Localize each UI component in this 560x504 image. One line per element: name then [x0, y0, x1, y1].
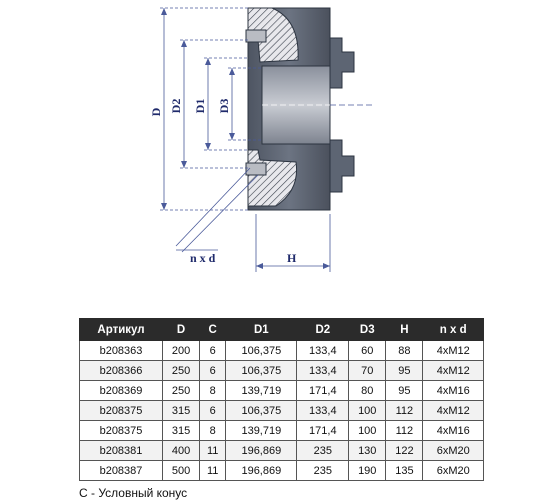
cell-nxd: 4xM16 [422, 380, 484, 401]
cell-h: 112 [385, 400, 424, 421]
cell-d: 200 [161, 340, 201, 361]
cell-nxd: 4xM12 [422, 360, 484, 381]
cell-d3: 60 [348, 340, 387, 361]
cell-d: 315 [161, 400, 201, 421]
cell-nxd: 4xM12 [422, 400, 484, 421]
cell-nxd: 6xM20 [422, 440, 484, 461]
cell-article: b208366 [79, 360, 163, 381]
cell-d2: 171,4 [296, 380, 350, 401]
cell-d1: 196,869 [225, 460, 298, 481]
cell-article: b208381 [79, 440, 163, 461]
cell-d: 500 [161, 460, 201, 481]
cell-d3: 130 [348, 440, 387, 461]
cell-c: 6 [199, 400, 227, 421]
header-d: D [161, 318, 201, 341]
table-header-row: Артикул D C D1 D2 D3 H n x d [79, 318, 484, 341]
header-c: C [199, 318, 227, 341]
cell-d: 250 [161, 380, 201, 401]
cell-h: 135 [385, 460, 424, 481]
cell-h: 95 [385, 380, 424, 401]
dimension-lines [160, 7, 331, 272]
cell-d1: 106,375 [225, 340, 298, 361]
cell-d3: 190 [348, 460, 387, 481]
cell-d2: 133,4 [296, 360, 350, 381]
cell-h: 95 [385, 360, 424, 381]
cell-article: b208375 [79, 400, 163, 421]
table-row: b208366 250 6 106,375 133,4 70 95 4xM12 [79, 360, 484, 381]
cell-d2: 133,4 [296, 340, 350, 361]
cell-article: b208363 [79, 340, 163, 361]
header-nxd: n x d [422, 318, 484, 341]
cell-d3: 70 [348, 360, 387, 381]
header-d2: D2 [296, 318, 350, 341]
label-d3: D3 [217, 99, 231, 114]
header-article: Артикул [79, 318, 163, 341]
table-row: b208387 500 11 196,869 235 190 135 6xM20 [79, 460, 484, 481]
cell-c: 8 [199, 420, 227, 441]
cell-nxd: 4xM12 [422, 340, 484, 361]
header-d1: D1 [225, 318, 298, 341]
cell-c: 6 [199, 340, 227, 361]
cell-d2: 235 [296, 460, 350, 481]
cell-nxd: 4xM16 [422, 420, 484, 441]
chuck-drawing: D D2 D1 D3 n x d H [149, 7, 372, 272]
label-nxd: n x d [190, 251, 216, 265]
cell-c: 11 [199, 460, 227, 481]
cell-d1: 106,375 [225, 360, 298, 381]
footnote: С - Условный конус [79, 486, 188, 500]
cell-article: b208369 [79, 380, 163, 401]
cell-d2: 133,4 [296, 400, 350, 421]
cell-c: 6 [199, 360, 227, 381]
cell-d: 400 [161, 440, 201, 461]
cell-c: 11 [199, 440, 227, 461]
cell-d1: 139,719 [225, 420, 298, 441]
cell-d3: 100 [348, 420, 387, 441]
label-d1: D1 [193, 99, 207, 114]
table-row: b208375 315 8 139,719 171,4 100 112 4xM1… [79, 420, 484, 441]
cell-article: b208387 [79, 460, 163, 481]
header-h: H [385, 318, 424, 341]
cell-d: 250 [161, 360, 201, 381]
table-row: b208381 400 11 196,869 235 130 122 6xM20 [79, 440, 484, 461]
cell-d1: 196,869 [225, 440, 298, 461]
dimension-arrows [161, 8, 330, 269]
header-d3: D3 [348, 318, 387, 341]
cell-d1: 139,719 [225, 380, 298, 401]
table-row: b208363 200 6 106,375 133,4 60 88 4xM12 [79, 340, 484, 361]
table-row: b208369 250 8 139,719 171,4 80 95 4xM16 [79, 380, 484, 401]
cell-c: 8 [199, 380, 227, 401]
cell-h: 112 [385, 420, 424, 441]
table-row: b208375 315 6 106,375 133,4 100 112 4xM1… [79, 400, 484, 421]
cell-d3: 80 [348, 380, 387, 401]
label-h: H [287, 251, 297, 265]
label-d2: D2 [169, 99, 183, 114]
cell-d1: 106,375 [225, 400, 298, 421]
spec-table: Артикул D C D1 D2 D3 H n x d b208363 200… [79, 318, 484, 481]
cell-d2: 171,4 [296, 420, 350, 441]
cell-d2: 235 [296, 440, 350, 461]
chuck-body [245, 7, 372, 211]
label-d: D [149, 107, 163, 116]
cell-d: 315 [161, 420, 201, 441]
cell-d3: 100 [348, 400, 387, 421]
cell-h: 122 [385, 440, 424, 461]
cell-h: 88 [385, 340, 424, 361]
cell-nxd: 6xM20 [422, 460, 484, 481]
cell-article: b208375 [79, 420, 163, 441]
